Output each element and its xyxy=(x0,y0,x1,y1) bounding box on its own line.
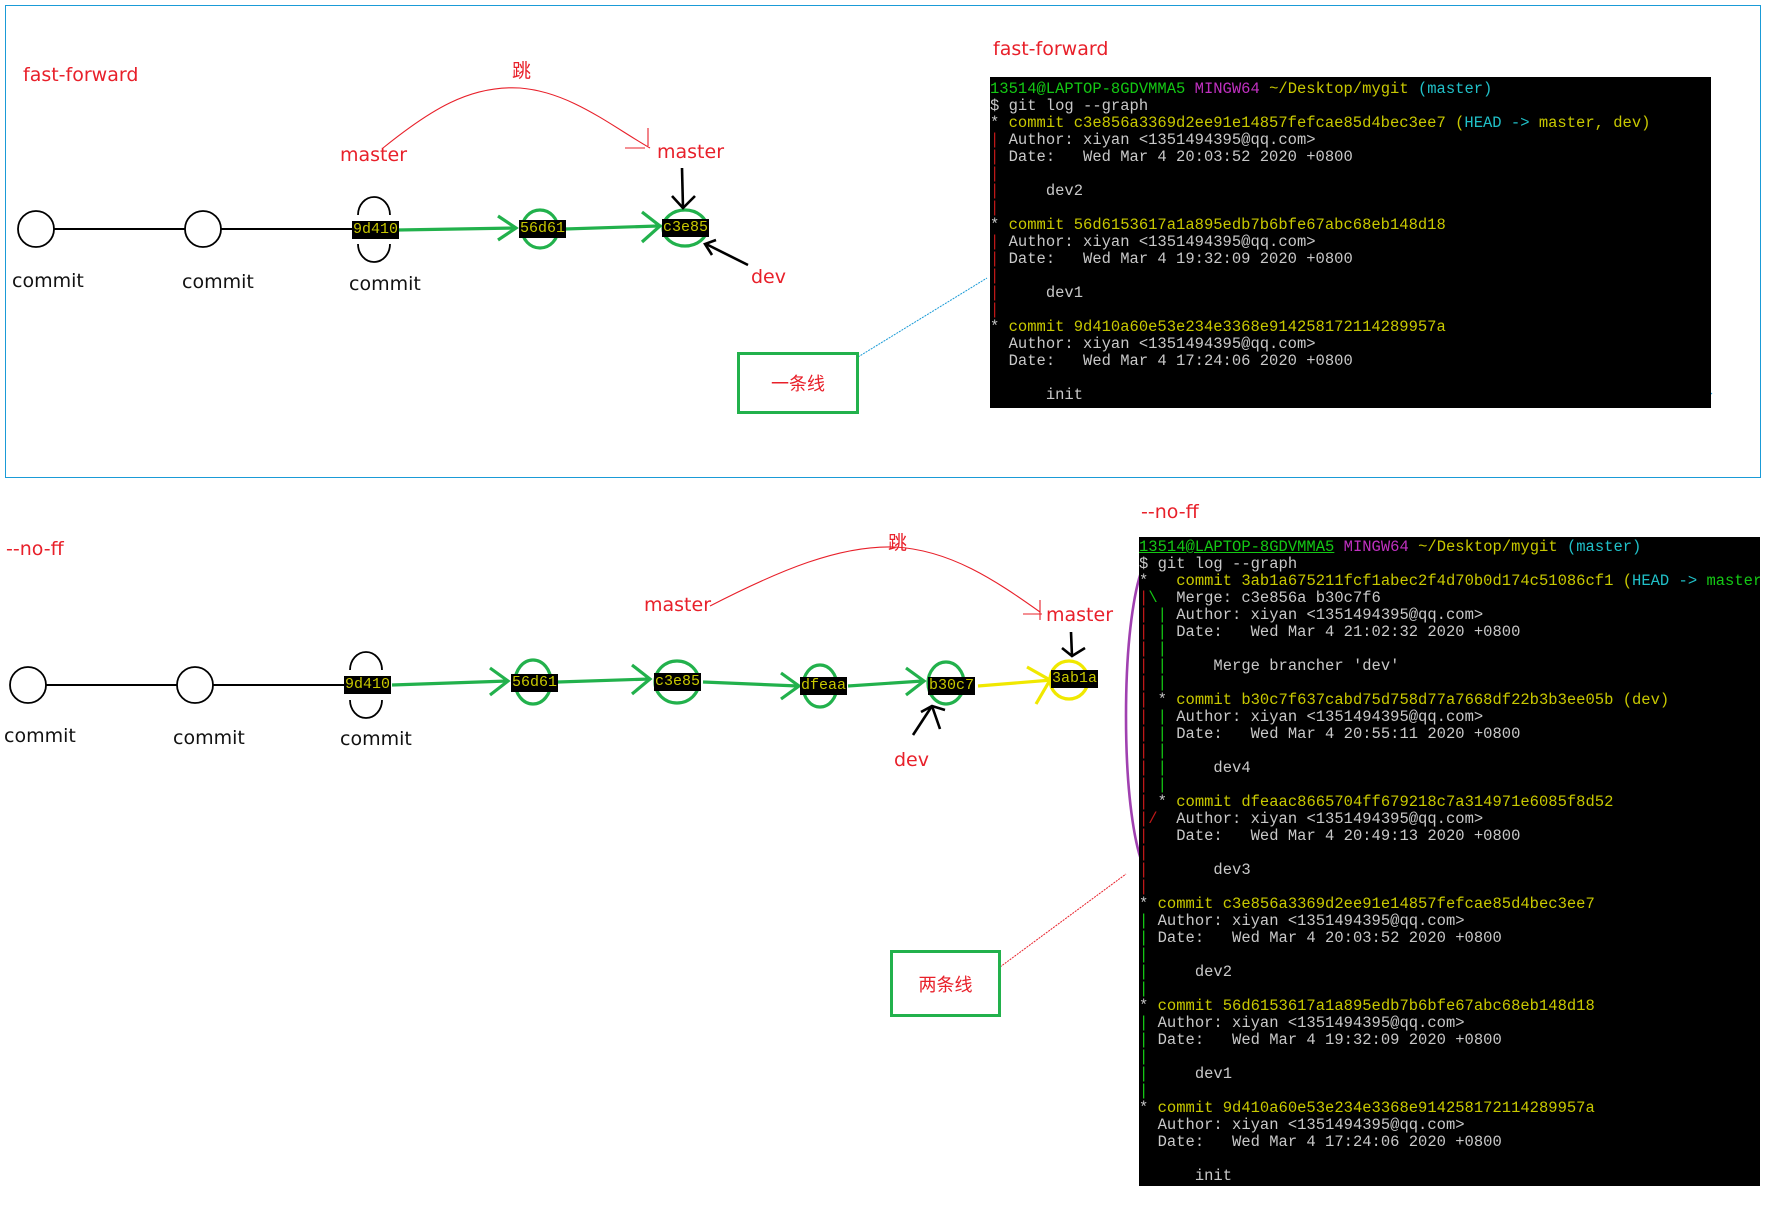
log-commit-line: | * commit dfeaac8665704ff679218c7a31497… xyxy=(1139,793,1614,811)
commit-node-1 xyxy=(17,210,55,248)
node-dfeaa: dfeaa xyxy=(800,677,848,695)
log-commit-line: * commit 56d6153617a1a895edb7b6bfe67abc6… xyxy=(990,216,1446,234)
commit-label-1: commit xyxy=(12,270,84,292)
command-line: $ git log --graph xyxy=(990,97,1149,115)
log-author-line: | Author: xiyan <1351494395@qq.com> xyxy=(1139,1014,1465,1032)
node-9d410: 9d410 xyxy=(344,676,392,694)
command-line: $ git log --graph xyxy=(1139,555,1298,573)
log-author-line: | Author: xiyan <1351494395@qq.com> xyxy=(1139,912,1465,930)
log-author-line: | | Author: xiyan <1351494395@qq.com> xyxy=(1139,606,1484,624)
terminal-no-ff: 13514@LAPTOP-8GDVMMA5 MINGW64 ~/Desktop/… xyxy=(1139,537,1760,1186)
bottom-connector-line xyxy=(999,873,1127,968)
log-date-line: Date: Wed Mar 4 17:24:06 2020 +0800 xyxy=(1008,352,1353,370)
log-date-line: | Date: Wed Mar 4 19:32:09 2020 +0800 xyxy=(990,250,1353,268)
commit-label-2: commit xyxy=(173,727,245,749)
master-old-label: master xyxy=(340,144,408,166)
log-commit-line: * commit 9d410a60e53e234e3368e9142581721… xyxy=(990,318,1446,336)
log-date-line: | Date: Wed Mar 4 20:03:52 2020 +0800 xyxy=(990,148,1353,166)
top-pointer-arrows xyxy=(671,167,749,267)
log-author-line: Author: xiyan <1351494395@qq.com> xyxy=(1157,1116,1465,1134)
two-lines-note-text: 两条线 xyxy=(918,974,973,996)
commit-node-1 xyxy=(9,666,47,704)
node-56d61: 56d61 xyxy=(519,220,567,238)
log-date-line: | Date: Wed Mar 4 20:03:52 2020 +0800 xyxy=(1139,929,1502,947)
bottom-pointer-arrows xyxy=(911,631,1086,736)
bottom-commit-chain xyxy=(9,651,383,719)
one-line-note-box: 一条线 xyxy=(737,352,859,414)
prompt-line: 13514@LAPTOP-8GDVMMA5 MINGW64 ~/Desktop/… xyxy=(1139,538,1642,556)
node-b30c7: b30c7 xyxy=(928,677,976,695)
log-commit-line: * commit c3e856a3369d2ee91e14857fefcae85… xyxy=(1139,895,1595,913)
jump-label: 跳 xyxy=(512,60,532,82)
log-date-line: | Date: Wed Mar 4 20:49:13 2020 +0800 xyxy=(1139,827,1521,845)
commit-node-3-arc xyxy=(357,196,391,263)
node-c3e85: c3e85 xyxy=(654,673,702,691)
log-commit-line: * commit 9d410a60e53e234e3368e9142581721… xyxy=(1139,1099,1595,1117)
dev-label: dev xyxy=(751,266,786,288)
commit-label-2: commit xyxy=(182,271,254,293)
log-message-line: | dev1 xyxy=(1139,1065,1233,1083)
log-date-line: Date: Wed Mar 4 17:24:06 2020 +0800 xyxy=(1157,1133,1502,1151)
log-author-line: | | Author: xiyan <1351494395@qq.com> xyxy=(1139,708,1484,726)
bottom-terminal-caption: --no-ff xyxy=(1141,501,1199,523)
log-message-line: | | dev4 xyxy=(1139,759,1251,777)
log-author-line: | Author: xiyan <1351494395@qq.com> xyxy=(990,131,1316,149)
commit-label-3: commit xyxy=(340,728,412,750)
log-commit-line: * commit 56d6153617a1a895edb7b6bfe67abc6… xyxy=(1139,997,1595,1015)
log-date-line: | Date: Wed Mar 4 19:32:09 2020 +0800 xyxy=(1139,1031,1502,1049)
log-message-line: | dev2 xyxy=(1139,963,1233,981)
terminal-fast-forward: 13514@LAPTOP-8GDVMMA5 MINGW64 ~/Desktop/… xyxy=(990,77,1711,408)
node-9d410: 9d410 xyxy=(352,221,400,239)
log-date-line: | | Date: Wed Mar 4 21:02:32 2020 +0800 xyxy=(1139,623,1521,641)
top-connector-line xyxy=(857,277,988,358)
commit-label-1: commit xyxy=(4,725,76,747)
log-commit-line: * commit 3ab1a675211fcf1abec2f4d70b0d174… xyxy=(1139,572,1760,590)
log-author-line: |/ Author: xiyan <1351494395@qq.com> xyxy=(1139,810,1484,828)
fast-forward-title: fast-forward xyxy=(23,64,139,86)
log-commit-line: * commit c3e856a3369d2ee91e14857fefcae85… xyxy=(990,114,1651,132)
log-message-line: init xyxy=(1157,1167,1233,1185)
node-56d61: 56d61 xyxy=(511,674,559,692)
commit-label-3: commit xyxy=(349,273,421,295)
log-commit-line: | * commit b30c7f637cabd75d758d77a7668df… xyxy=(1139,691,1670,709)
log-date-line: | | Date: Wed Mar 4 20:55:11 2020 +0800 xyxy=(1139,725,1521,743)
master-old-label: master xyxy=(644,594,712,616)
commit-node-3-arc xyxy=(349,651,383,719)
no-ff-title: --no-ff xyxy=(6,538,64,560)
commit-node-2 xyxy=(176,666,214,704)
log-message-line: init xyxy=(1008,386,1084,404)
log-message-line: | dev1 xyxy=(990,284,1084,302)
jump-arc-bottom xyxy=(709,546,1041,613)
master-new-label: master xyxy=(657,141,725,163)
commit-node-2 xyxy=(184,210,222,248)
jump-label: 跳 xyxy=(888,532,908,554)
jump-arc-top xyxy=(382,87,651,149)
top-commit-chain xyxy=(17,196,391,263)
log-author-line: | Author: xiyan <1351494395@qq.com> xyxy=(990,233,1316,251)
node-c3e85: c3e85 xyxy=(662,219,710,237)
dev-label: dev xyxy=(894,749,929,771)
log-author-line: Author: xiyan <1351494395@qq.com> xyxy=(1008,335,1316,353)
node-3ab1a: 3ab1a xyxy=(1051,670,1099,688)
two-lines-note-box: 两条线 xyxy=(890,950,1001,1017)
master-new-label: master xyxy=(1046,604,1114,626)
prompt-line: 13514@LAPTOP-8GDVMMA5 MINGW64 ~/Desktop/… xyxy=(990,80,1493,98)
top-terminal-caption: fast-forward xyxy=(993,38,1109,60)
log-message-line: | dev3 xyxy=(1139,861,1251,879)
one-line-note-text: 一条线 xyxy=(771,374,825,395)
log-message-line: | | Merge brancher 'dev' xyxy=(1139,657,1400,675)
log-message-line: | dev2 xyxy=(990,182,1084,200)
log-merge-line: |\ Merge: c3e856a b30c7f6 xyxy=(1139,589,1381,607)
